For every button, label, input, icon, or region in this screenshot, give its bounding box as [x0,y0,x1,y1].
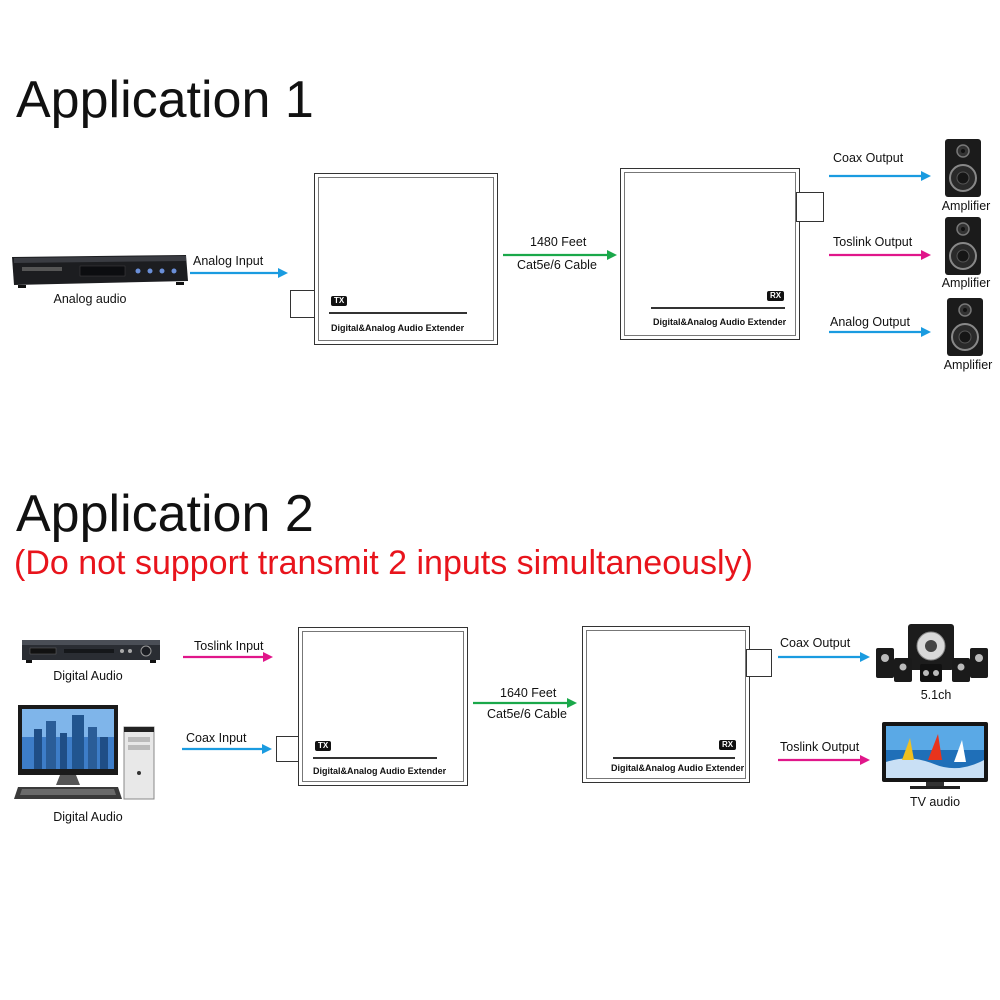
speaker-icon [946,297,984,362]
cable-type: Cat5e/6 Cable [517,258,597,272]
coax-input-label: Coax Input [186,731,247,745]
surround-speakers-icon [874,622,990,689]
source-caption-1: Digital Audio [53,669,123,683]
coax-output-label: Coax Output [780,636,851,650]
speaker-icon [944,138,982,203]
tx-badge: TX [315,741,332,751]
rx-rule [613,757,735,759]
coax-output-arrow [778,652,870,662]
cable-distance: 1640 Feet [500,686,557,700]
tx-label: Digital&Analog Audio Extender [313,766,447,776]
rx-rule [651,307,785,309]
tx-rule [313,757,437,759]
source-caption: Analog audio [53,292,127,306]
rx-badge: RX [719,740,737,750]
tv-caption: TV audio [909,795,961,809]
cable-type: Cat5e/6 Cable [487,707,567,721]
rx-label: Digital&Analog Audio Extender [653,317,787,327]
rx-port-stub [796,192,824,222]
tx-unit: TX Digital&Analog Audio Extender [298,627,468,786]
source-caption-2: Digital Audio [53,810,123,824]
rx-label: Digital&Analog Audio Extender [611,763,745,773]
cable-distance: 1480 Feet [530,235,587,249]
tx-label: Digital&Analog Audio Extender [331,323,465,333]
surround-caption: 5.1ch [920,688,952,702]
speaker-caption: Amplifier [941,276,991,290]
coax-input-arrow [182,744,272,754]
speaker-caption: Amplifier [943,358,993,372]
toslink-output-arrow [829,250,931,260]
set-top-box-icon [20,638,162,671]
tx-badge: TX [331,296,348,306]
app2-note: (Do not support transmit 2 inputs simult… [14,544,753,582]
app1-heading: Application 1 [16,71,314,129]
tv-icon [880,720,990,797]
cable-arrow [473,698,577,708]
tx-unit: TX Digital&Analog Audio Extender [314,173,498,345]
toslink-input-label: Toslink Input [194,639,264,653]
dvd-player-icon [10,253,190,294]
analog-input-arrow [190,268,288,278]
app2-heading: Application 2 [16,485,314,543]
rx-badge: RX [767,291,785,301]
tx-rule [329,312,467,314]
analog-input-label: Analog Input [193,254,264,268]
coax-output-arrow [829,171,931,181]
analog-output-arrow [829,327,931,337]
toslink-output-label: Toslink Output [780,740,860,754]
rx-port-stub [746,649,772,677]
rx-unit: RX Digital&Analog Audio Extender [582,626,750,783]
toslink-output-arrow [778,755,870,765]
cable-arrow [503,250,617,260]
rx-unit: RX Digital&Analog Audio Extender [620,168,800,340]
desktop-computer-icon [14,703,156,810]
speaker-icon [944,216,982,281]
toslink-output-label: Toslink Output [833,235,913,249]
speaker-caption: Amplifier [941,199,991,213]
analog-output-label: Analog Output [830,315,910,329]
toslink-input-arrow [183,652,273,662]
coax-output-label: Coax Output [833,151,904,165]
